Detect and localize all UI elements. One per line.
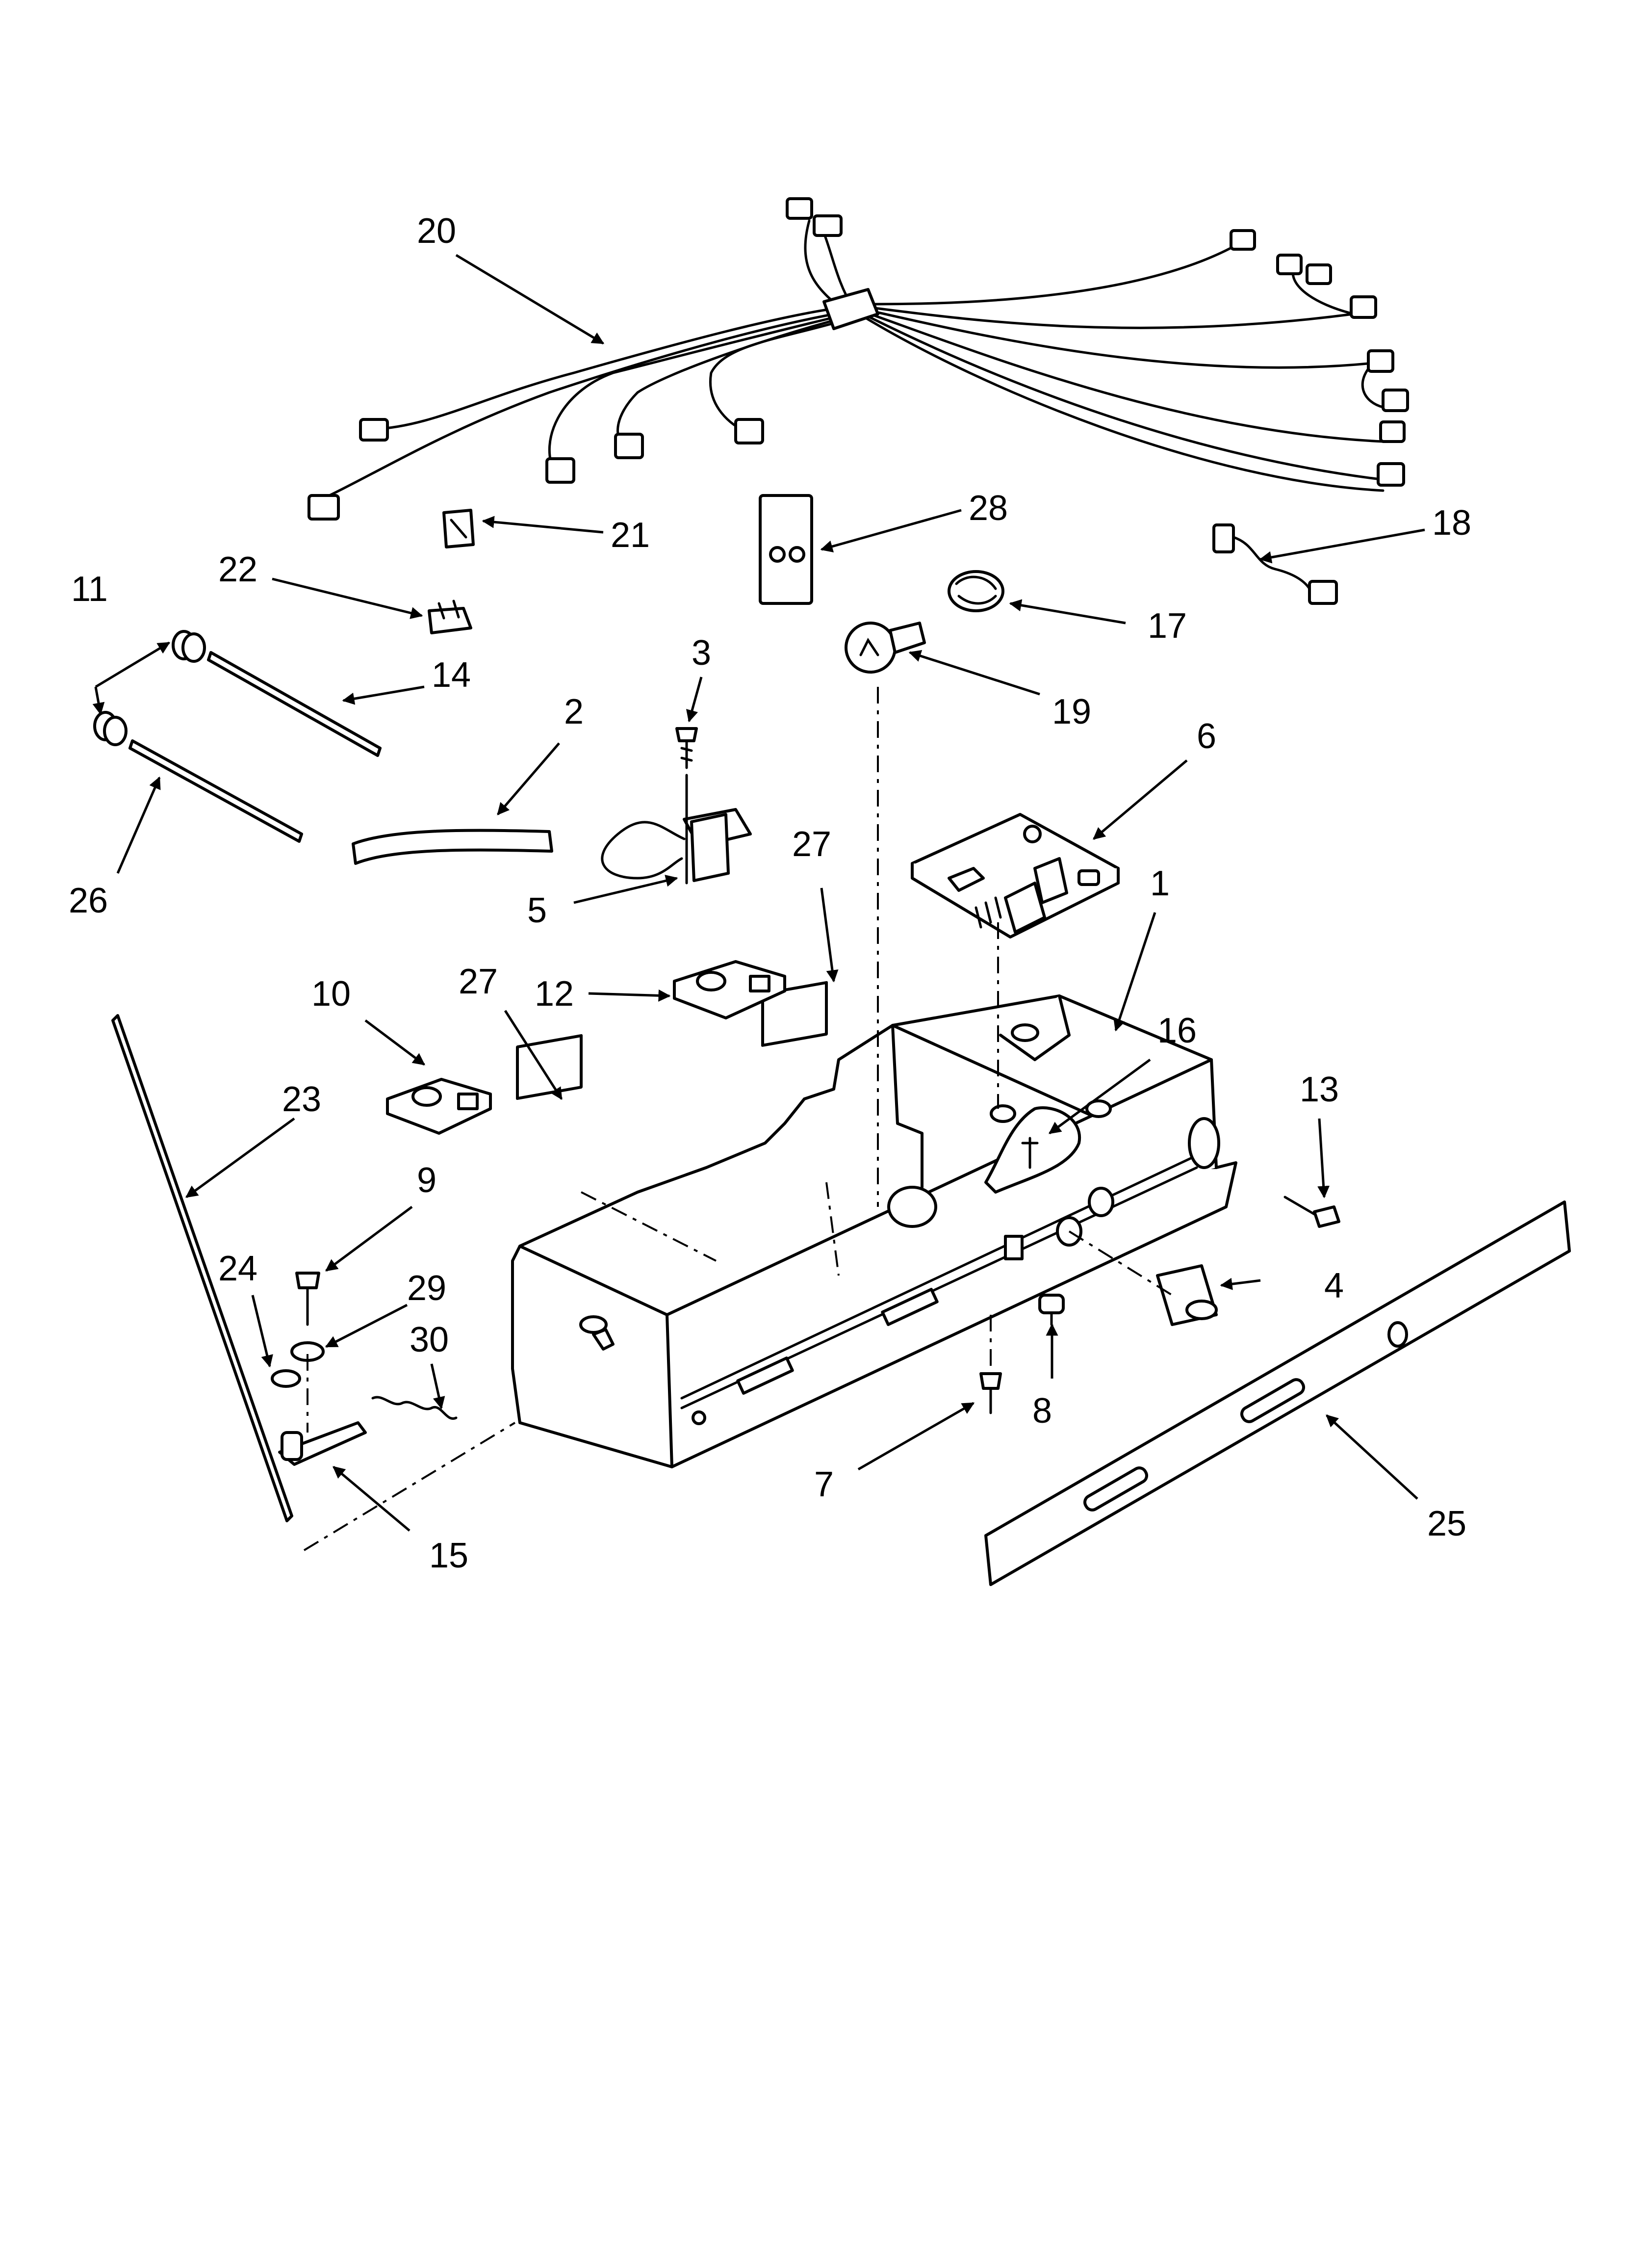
switch-plunger[interactable] <box>1038 1294 1065 1326</box>
capillary-tube-lower[interactable] <box>128 739 303 843</box>
callout-5: 5 <box>527 891 547 930</box>
screw-9[interactable] <box>295 1272 320 1326</box>
control-board[interactable] <box>911 813 1120 938</box>
connector-clip[interactable] <box>442 509 475 548</box>
callout-22: 22 <box>218 550 257 589</box>
screw-7[interactable] <box>979 1372 1002 1414</box>
callout-19: 19 <box>1052 692 1091 731</box>
spring-30[interactable] <box>371 1396 458 1420</box>
damper-bracket[interactable] <box>673 960 786 1019</box>
callout-27-right: 27 <box>792 825 831 864</box>
callout-15: 15 <box>429 1536 468 1575</box>
callout-30: 30 <box>410 1320 449 1359</box>
capillary-tube-upper[interactable] <box>207 651 382 757</box>
mounting-bracket[interactable] <box>278 1421 367 1466</box>
callout-2: 2 <box>564 692 584 731</box>
washer-24[interactable] <box>271 1369 301 1388</box>
wire-harness[interactable] <box>308 197 1409 521</box>
tube-grommet-lower[interactable] <box>93 711 128 746</box>
temperature-control[interactable] <box>1156 1264 1218 1326</box>
callout-26: 26 <box>69 881 108 920</box>
callout-28: 28 <box>969 489 1008 528</box>
callout-3: 3 <box>692 633 711 673</box>
control-housing[interactable] <box>511 994 1237 1468</box>
alignment-line <box>825 1182 840 1276</box>
jumper-harness[interactable] <box>1212 523 1338 605</box>
callout-16: 16 <box>1157 1011 1197 1050</box>
screw-13[interactable] <box>1283 1196 1340 1228</box>
callout-9: 9 <box>417 1161 436 1200</box>
callout-6: 6 <box>1197 717 1216 756</box>
alignment-line <box>1068 1230 1173 1296</box>
callout-29: 29 <box>407 1269 446 1308</box>
label-tag-right[interactable] <box>761 981 828 1047</box>
callout-12: 12 <box>535 974 574 1014</box>
callout-14: 14 <box>432 655 471 695</box>
tube-grommet-upper[interactable] <box>172 630 206 663</box>
callout-7: 7 <box>814 1465 834 1504</box>
alignment-line <box>303 1422 516 1551</box>
callout-17: 17 <box>1148 606 1187 646</box>
callout-1: 1 <box>1150 864 1170 903</box>
callout-25: 25 <box>1427 1504 1466 1543</box>
callout-11: 11 <box>71 570 108 609</box>
callout-23: 23 <box>282 1080 321 1119</box>
callout-8: 8 <box>1032 1391 1052 1431</box>
callout-labels: 20 21 28 18 11 22 3 17 14 19 2 6 26 5 27… <box>69 211 1471 1575</box>
screw-3[interactable] <box>675 727 698 769</box>
callout-4: 4 <box>1324 1266 1344 1305</box>
thermistor-bracket[interactable] <box>601 774 752 885</box>
callout-10: 10 <box>311 974 351 1014</box>
callout-24: 24 <box>218 1249 257 1288</box>
sensor-bracket[interactable] <box>386 1078 492 1135</box>
trim-strip[interactable] <box>984 1200 1571 1586</box>
rod[interactable] <box>111 1014 293 1522</box>
cover-plate[interactable] <box>759 494 813 605</box>
alignment-line <box>581 1191 717 1262</box>
callout-18: 18 <box>1432 503 1471 543</box>
callout-13: 13 <box>1300 1070 1339 1109</box>
wire-clip[interactable] <box>428 600 472 634</box>
leader-lines <box>92 254 1425 1532</box>
lamp-socket[interactable] <box>948 570 1004 612</box>
label-tag-left[interactable] <box>516 1034 583 1100</box>
callout-27-left: 27 <box>459 962 498 1001</box>
insulation-tube[interactable] <box>352 829 553 865</box>
callout-21: 21 <box>611 516 650 555</box>
light-bulb[interactable] <box>845 622 926 674</box>
callout-20: 20 <box>417 211 456 251</box>
